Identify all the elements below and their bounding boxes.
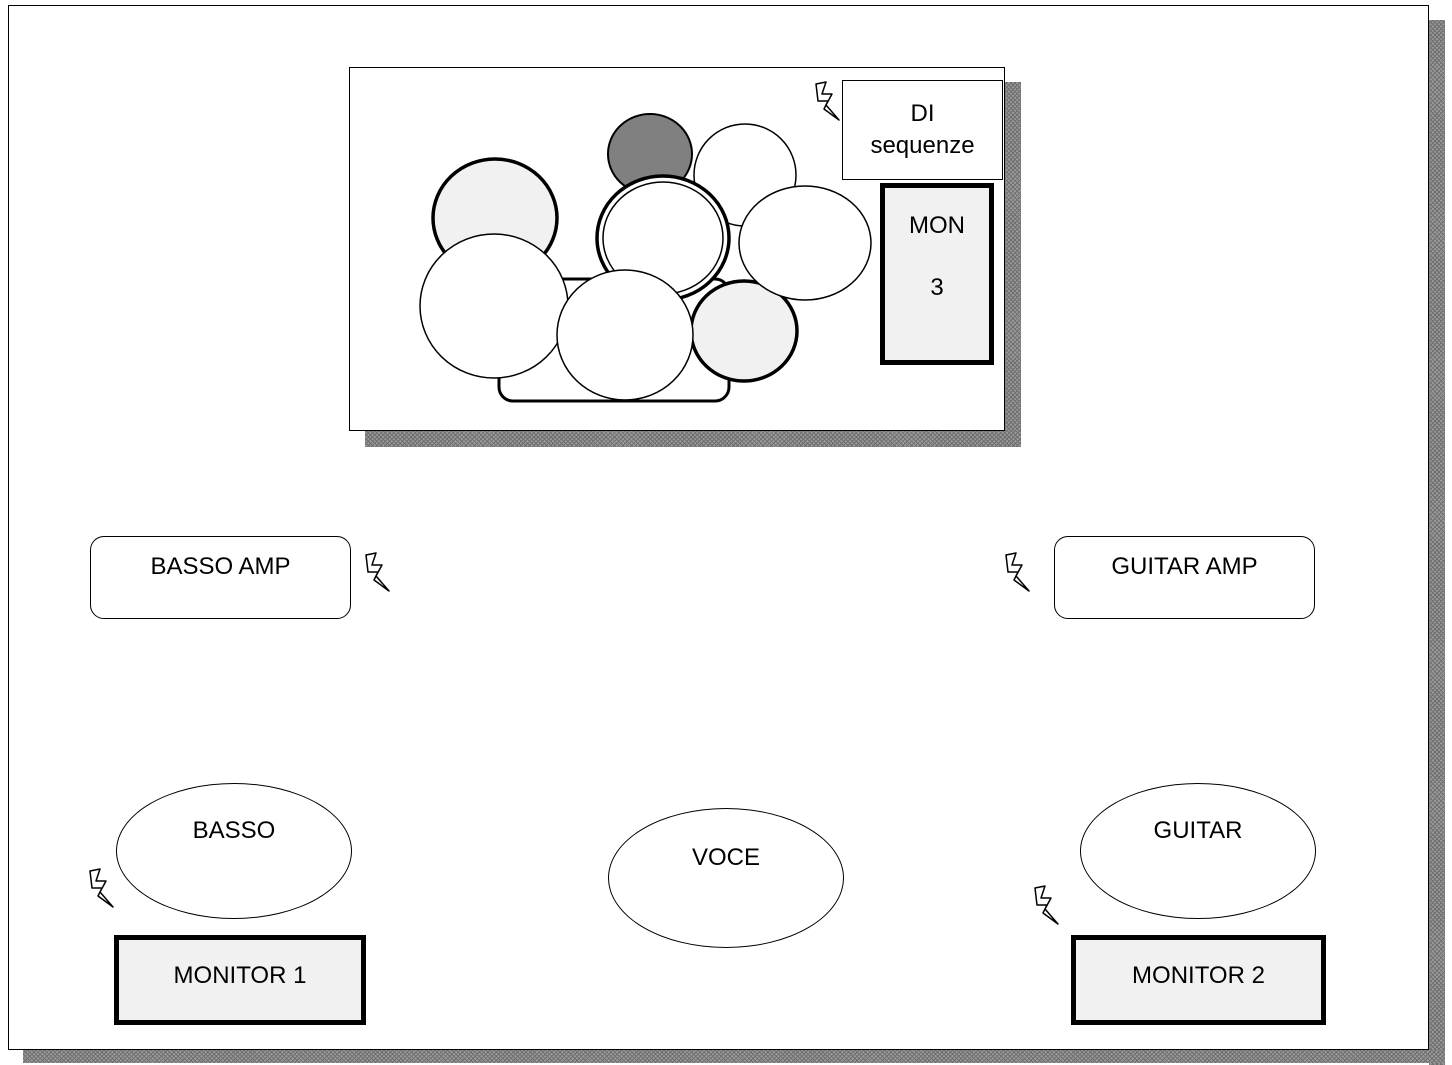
ride-cymbal — [738, 185, 872, 301]
di-sequenze-box: DI sequenze — [842, 80, 1003, 180]
page-shadow — [1429, 20, 1445, 1065]
monitor-1: MONITOR 1 — [114, 935, 366, 1025]
voce-position: VOCE — [608, 808, 844, 948]
drum-kit — [419, 113, 872, 403]
guitar-label: GUITAR — [1153, 816, 1243, 844]
guitar-amp: GUITAR AMP — [1054, 536, 1315, 619]
basso-label: BASSO — [192, 816, 276, 844]
power-bolt-icon — [1005, 552, 1030, 592]
page-shadow — [23, 1050, 1445, 1063]
di-label: DI — [910, 99, 935, 127]
riser-shadow — [1005, 82, 1021, 447]
power-bolt-icon — [365, 552, 390, 592]
mon-number: 3 — [930, 274, 944, 302]
basso-amp: BASSO AMP — [90, 536, 351, 619]
monitor-2: MONITOR 2 — [1071, 935, 1326, 1025]
snare-drum — [556, 269, 694, 401]
sequenze-label: sequenze — [870, 132, 975, 159]
power-bolt-icon — [815, 81, 840, 121]
crash-cymbal — [419, 233, 569, 379]
basso-amp-label: BASSO AMP — [150, 553, 291, 581]
monitor-2-label: MONITOR 2 — [1132, 961, 1265, 989]
basso-position: BASSO — [116, 783, 352, 919]
power-bolt-icon — [1034, 885, 1059, 925]
mon-label: MON — [909, 212, 965, 239]
drum-monitor-3: MON 3 — [880, 183, 994, 365]
voce-label: VOCE — [691, 843, 760, 871]
guitar-amp-label: GUITAR AMP — [1111, 553, 1258, 581]
riser-shadow — [365, 431, 1021, 447]
power-bolt-icon — [89, 868, 114, 908]
guitar-position: GUITAR — [1080, 783, 1316, 919]
monitor-1-label: MONITOR 1 — [173, 961, 307, 989]
